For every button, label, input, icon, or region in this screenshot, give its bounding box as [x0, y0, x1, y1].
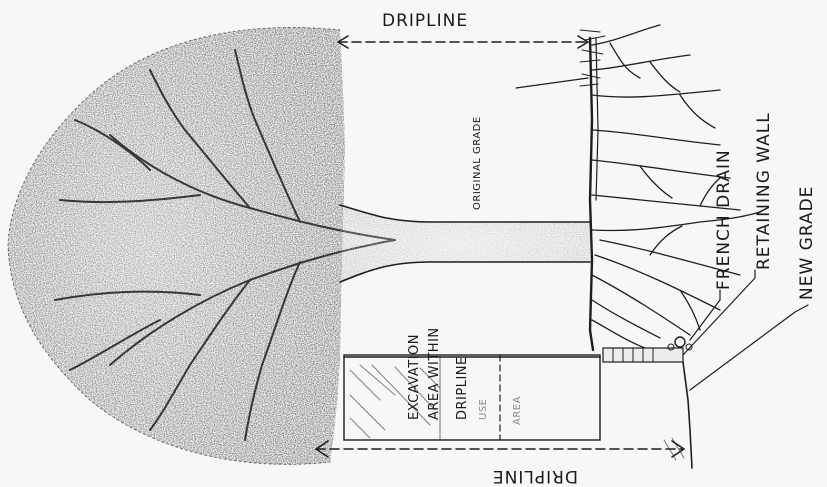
dripline-top-label: DRIPLINE — [382, 11, 468, 31]
excavation-label-group: EXCAVATION — [407, 334, 422, 420]
retaining-wall-label-group: RETAINING WALL — [754, 112, 774, 270]
new-grade-label-group: NEW GRADE — [797, 186, 817, 300]
french-drain-label-group: FRENCH DRAIN — [714, 149, 734, 290]
excavation-label-line2: AREA WITHIN — [427, 327, 442, 420]
retaining-wall-label: RETAINING WALL — [754, 112, 774, 270]
new-grade-label: NEW GRADE — [797, 186, 817, 300]
original-grade-label: ORIGINAL GRADE — [472, 116, 483, 210]
faint-label-line1: USE — [478, 399, 489, 421]
faint-label-line2: AREA — [512, 396, 523, 425]
excavation-label-group-3: DRIPLINE — [455, 356, 470, 420]
original-grade-leader — [516, 78, 588, 88]
excavation-label-group-2: AREA WITHIN — [427, 327, 442, 420]
dripline-bottom-label: DRIPLINE — [492, 466, 578, 486]
tree-trunk — [340, 205, 590, 282]
label-leaders — [683, 270, 808, 390]
tree-canopy — [8, 28, 345, 465]
excavation-label-line3: DRIPLINE — [455, 356, 470, 420]
root-stubs — [580, 30, 605, 86]
faint-label-group-2: AREA — [512, 396, 523, 425]
excavation-area — [344, 355, 600, 440]
french-drain-label: FRENCH DRAIN — [714, 149, 734, 290]
dripline-bottom-dimension — [316, 441, 684, 457]
dripline-top-dimension — [338, 36, 588, 48]
excavation-label-line1: EXCAVATION — [407, 334, 422, 420]
original-grade-label-group: ORIGINAL GRADE — [472, 116, 483, 210]
dripline-bottom-label-group: DRIPLINE — [492, 466, 578, 486]
faint-label-group-1: USE — [478, 399, 489, 421]
